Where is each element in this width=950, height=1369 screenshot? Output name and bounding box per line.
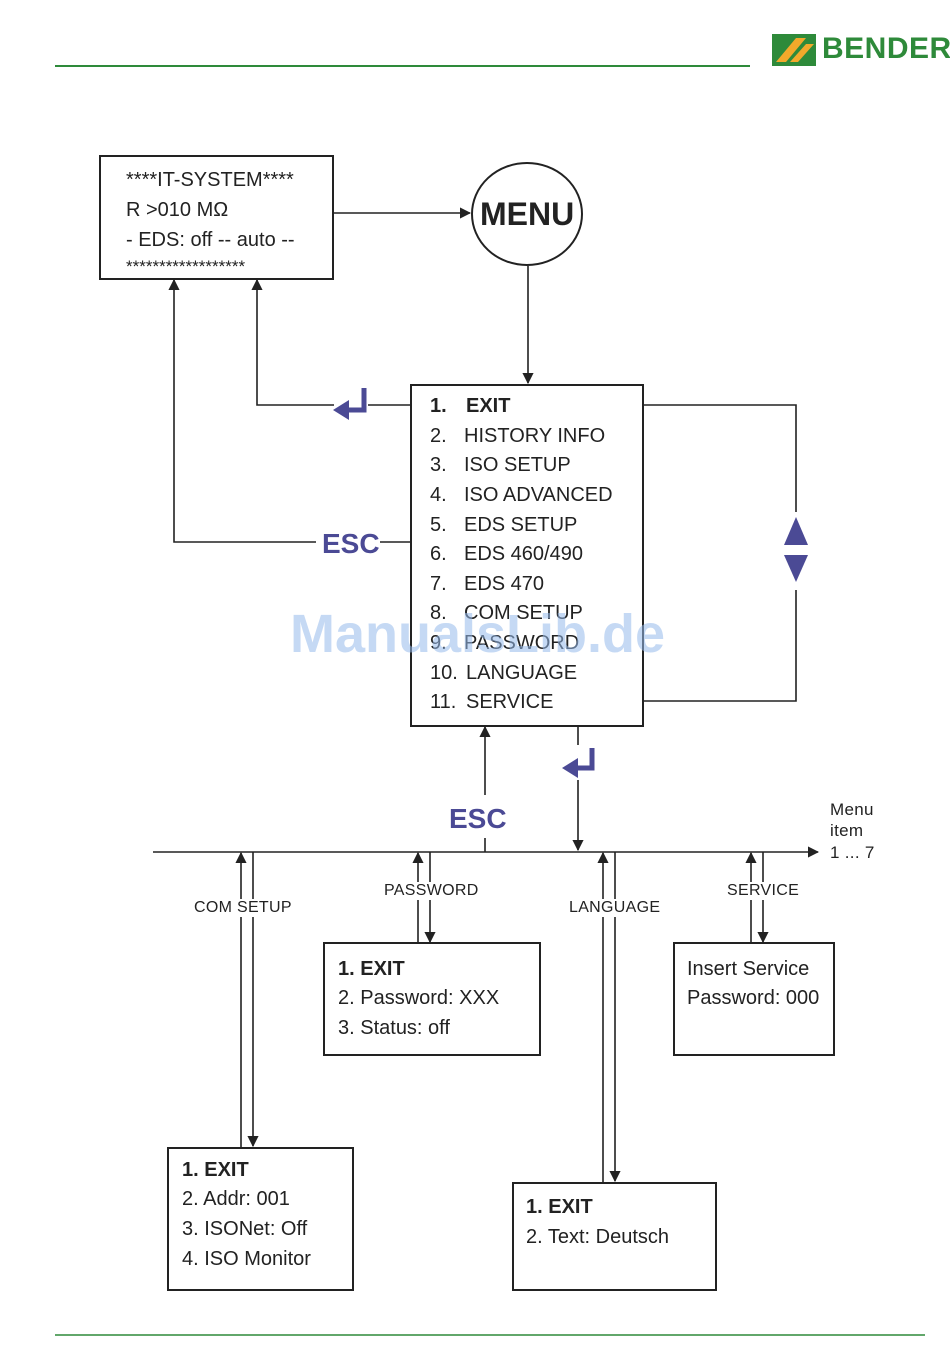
menu-item-num: 11.	[430, 691, 457, 713]
menu-item-num: 6.	[430, 543, 447, 565]
enter-icon	[562, 748, 595, 778]
menu-item-num: 2.	[430, 425, 447, 447]
password-menu-exit[interactable]: 1. EXIT	[338, 958, 405, 980]
status-line-3: - EDS: off -- auto --	[126, 229, 295, 251]
language-menu-exit[interactable]: 1. EXIT	[526, 1196, 593, 1218]
status-line-1: ****IT-SYSTEM****	[126, 169, 294, 191]
menu-item-num: 7.	[430, 573, 447, 595]
menu-button[interactable]: MENU	[480, 196, 575, 232]
menu-item-num: 10.	[430, 662, 458, 684]
menu-item-eds-460-490[interactable]: EDS 460/490	[464, 543, 583, 565]
menu-item-exit-num[interactable]: 1.	[430, 395, 447, 417]
language-menu-text[interactable]: 2. Text: Deutsch	[526, 1226, 670, 1248]
service-line-1: Insert Service	[687, 958, 810, 980]
branch-label-language: LANGUAGE	[569, 899, 661, 917]
menu-item-note-line2: item	[830, 821, 864, 840]
menu-item-iso-setup[interactable]: ISO SETUP	[464, 454, 571, 476]
branch-label-com-setup: COM SETUP	[194, 899, 292, 917]
menu-item-password[interactable]: PASSWORD	[464, 632, 580, 654]
password-menu-status[interactable]: 3. Status: off	[338, 1017, 450, 1039]
password-menu	[323, 942, 541, 1056]
service-line-2: Password: 000	[687, 987, 820, 1009]
brand-name: BENDER	[822, 32, 950, 65]
watermark: ManualsLib.de	[290, 604, 666, 664]
status-line-4: ******************	[126, 257, 246, 276]
esc-label[interactable]: ESC	[449, 803, 507, 834]
enter-icon	[333, 388, 367, 420]
com-menu-iso-monitor[interactable]: 4. ISO Monitor	[182, 1248, 311, 1270]
com-setup-menu	[167, 1147, 354, 1291]
menu-item-num: 3.	[430, 454, 447, 476]
menu-button-circle	[471, 162, 583, 266]
esc-label[interactable]: ESC	[322, 528, 380, 559]
branch-label-service: SERVICE	[727, 882, 800, 900]
scroll-up-icon	[784, 517, 808, 545]
menu-item-iso-advanced[interactable]: ISO ADVANCED	[464, 484, 613, 506]
menu-item-note-line3: 1 ... 7	[830, 843, 875, 862]
com-menu-isonet[interactable]: 3. ISONet: Off	[182, 1218, 308, 1240]
menu-item-eds-setup[interactable]: EDS SETUP	[464, 514, 578, 536]
menu-item-service[interactable]: SERVICE	[466, 691, 554, 713]
com-menu-exit[interactable]: 1. EXIT	[182, 1159, 249, 1181]
menu-item-com-setup[interactable]: COM SETUP	[464, 602, 583, 624]
menu-item-num: 4.	[430, 484, 447, 506]
branch-label-password: PASSWORD	[384, 882, 479, 900]
language-menu	[512, 1182, 717, 1291]
status-line-2: R >010 MΩ	[126, 199, 229, 221]
menu-item-note-line1: Menu	[830, 800, 874, 819]
menu-item-num: 5.	[430, 514, 447, 536]
menu-item-num: 9.	[430, 632, 447, 654]
password-menu-password[interactable]: 2. Password: XXX	[338, 987, 500, 1009]
menu-item-history-info[interactable]: HISTORY INFO	[464, 425, 606, 447]
menu-item-num: 8.	[430, 602, 447, 624]
status-display	[99, 155, 334, 280]
main-menu	[410, 384, 644, 727]
menu-item-eds-470[interactable]: EDS 470	[464, 573, 545, 595]
menu-item-language[interactable]: LANGUAGE	[466, 662, 578, 684]
service-box	[673, 942, 835, 1056]
com-menu-addr[interactable]: 2. Addr: 001	[182, 1188, 290, 1210]
scroll-down-icon	[784, 555, 808, 582]
menu-item-exit[interactable]: EXIT	[466, 395, 511, 417]
